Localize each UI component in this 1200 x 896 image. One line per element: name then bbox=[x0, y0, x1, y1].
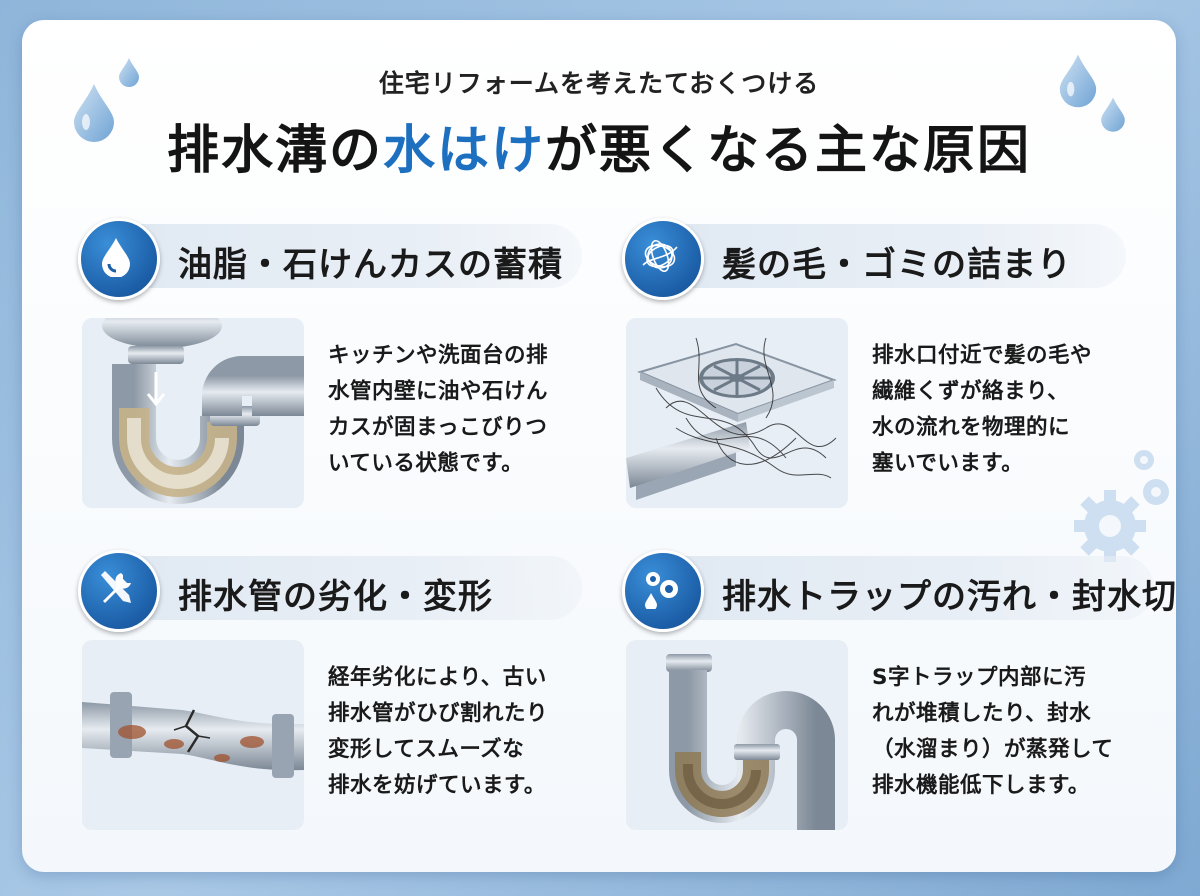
title-part1: 排水溝の bbox=[166, 121, 383, 181]
section-description: キッチンや洗面台の排 水管内壁に油や石けん カスが固まっこびりつ いている状態で… bbox=[328, 343, 549, 476]
illustration-cracked-pipe bbox=[82, 640, 304, 830]
section-badge bbox=[622, 218, 704, 300]
tools-icon bbox=[101, 571, 131, 603]
water-drop-icon bbox=[1059, 54, 1097, 108]
section-header-grease: 油脂・石けんカスの蓄積 bbox=[78, 218, 582, 300]
water-drop-icon bbox=[74, 84, 114, 142]
section-header-degradation: 排水管の劣化・変形 bbox=[78, 550, 582, 632]
section-header-trap: 排水トラップの汚れ・封水切れ bbox=[622, 550, 1176, 632]
section-title: 油脂・石けんカスの蓄積 bbox=[178, 245, 563, 285]
hair-tangle-icon bbox=[642, 239, 678, 273]
section-description: 排水口付近で髪の毛や 繊維くずが絡まり、 水の流れを物理的に 塞いでいます。 bbox=[872, 343, 1093, 476]
section-header-hair: 髪の毛・ゴミの詰まり bbox=[622, 218, 1126, 300]
page-subtitle: 住宅リフォームを考えたておくつける bbox=[378, 69, 820, 98]
section-title: 排水トラップの汚れ・封水切れ bbox=[722, 577, 1176, 617]
section-badge bbox=[622, 550, 704, 632]
section-title: 排水管の劣化・変形 bbox=[178, 577, 493, 617]
title-highlight: 水はけ bbox=[382, 121, 545, 181]
section-badge bbox=[78, 550, 160, 632]
gear-drop-icon bbox=[645, 572, 678, 609]
section-badge bbox=[78, 218, 160, 300]
water-drop-icon bbox=[119, 58, 139, 87]
section-description: S字トラップ内部に汚 れが堆積したり、封水 （水溜まり）が蒸発して 排水機能低下… bbox=[872, 665, 1114, 798]
illustration-s-trap bbox=[626, 640, 848, 830]
water-drop-icon bbox=[102, 238, 130, 277]
illustration-grease-pipe bbox=[82, 318, 304, 508]
gear-icon bbox=[1074, 450, 1169, 562]
title-part2: が悪くなる主な原因 bbox=[545, 121, 1032, 181]
infographic-card: 住宅リフォームを考えたておくつける 排水溝の水はけが悪くなる主な原因 油脂・石け… bbox=[22, 20, 1176, 872]
water-drop-icon bbox=[1101, 97, 1125, 132]
page-title: 排水溝の水はけが悪くなる主な原因 bbox=[22, 108, 1176, 183]
section-title: 髪の毛・ゴミの詰まり bbox=[722, 245, 1072, 285]
illustration-drain-hair bbox=[626, 318, 848, 508]
section-description: 経年劣化により、古い 排水管がひび割れたり 変形してスムーズな 排水を妨げていま… bbox=[328, 665, 549, 798]
